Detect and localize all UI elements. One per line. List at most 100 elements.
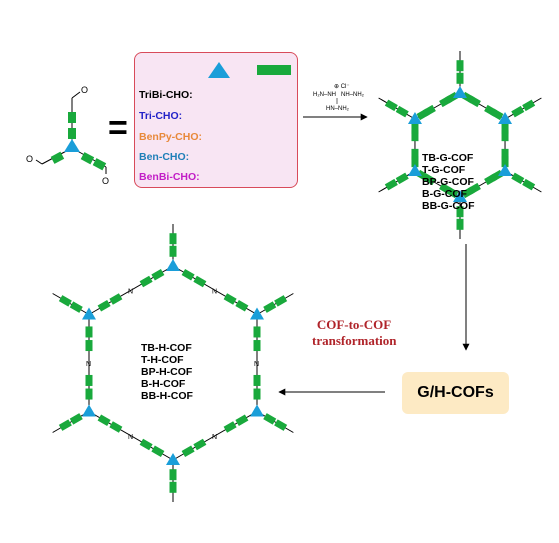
- linker-segment: [501, 130, 509, 142]
- core-triangle: [453, 86, 467, 98]
- linker-segment: [58, 295, 72, 307]
- gh-cofs-box: G/H-COFs: [402, 372, 509, 414]
- transformation-label: COF-to-COF transformation: [312, 317, 397, 349]
- linker-segment: [263, 301, 277, 313]
- linker-segment: [395, 172, 409, 185]
- linker-segment: [69, 413, 83, 425]
- monomer-arm-right: O: [71, 147, 109, 186]
- core-triangle: [81, 307, 96, 320]
- linker-segment: [253, 326, 261, 338]
- svg-text:NH–NH₂: NH–NH₂: [341, 92, 365, 98]
- g-cof-label-bb: BB-G-COF: [422, 200, 475, 212]
- linker-segment: [69, 301, 83, 313]
- h-cof-label-bp: BP-H-COF: [141, 366, 193, 378]
- linker-segment: [68, 128, 76, 139]
- monomer-arm-top: O: [68, 85, 88, 140]
- network-spoke: [378, 97, 416, 120]
- azine-n-label: N: [254, 361, 259, 368]
- core-triangle: [453, 190, 467, 202]
- g-cof-label-t: T-G-COF: [422, 164, 466, 176]
- linker-segment: [467, 95, 481, 108]
- linker-segment: [85, 326, 93, 338]
- linker-segment: [193, 438, 207, 451]
- linker-segment: [490, 108, 504, 121]
- g-cof-label-tb: TB-G-COF: [422, 152, 474, 164]
- linker-segment: [139, 275, 153, 288]
- core-triangle-icon: [208, 62, 230, 78]
- linker-segment: [193, 275, 207, 288]
- azine-n-label: N: [212, 434, 217, 441]
- network-spoke: [504, 97, 542, 120]
- linker-segment: [411, 148, 419, 160]
- linker-segment: [80, 152, 95, 165]
- azine-n-label: N: [86, 361, 91, 368]
- h-cof-label-t: T-H-COF: [141, 354, 184, 366]
- linker-segment: [439, 182, 453, 195]
- legend-row-benpy: BenPy-CHO:: [139, 131, 203, 143]
- linker-segment: [456, 218, 464, 230]
- aldehyde-o-label: O: [102, 176, 109, 186]
- linker-segment: [274, 419, 288, 431]
- core-triangle: [407, 112, 422, 124]
- linker-segment: [97, 299, 111, 312]
- linker-segment: [169, 233, 177, 245]
- h-cof-label-tb: TB-H-COF: [141, 342, 192, 354]
- linker-segment: [456, 72, 464, 84]
- aldehyde-o-label: O: [26, 154, 33, 164]
- linker-segment: [235, 299, 249, 312]
- legend-row-tribi: TriBi-CHO:: [139, 89, 193, 101]
- linker-segment: [384, 178, 398, 191]
- linker-segment: [522, 99, 536, 112]
- linker-segment: [511, 172, 525, 185]
- legend-row-tri: Tri-CHO:: [139, 110, 183, 122]
- h-cof-network: N N N N N N: [52, 224, 294, 502]
- monomer-structure: O O O: [26, 85, 109, 186]
- linker-segment: [97, 414, 111, 427]
- linker-segment: [151, 445, 165, 458]
- linker-segment: [68, 112, 76, 123]
- linker-segment: [456, 206, 464, 218]
- svg-text:HN–NH₂: HN–NH₂: [326, 106, 350, 112]
- linker-segment: [501, 156, 509, 168]
- linker-segment: [181, 268, 195, 281]
- linker-segment: [169, 469, 177, 481]
- linker-segment: [235, 414, 249, 427]
- core-triangle: [498, 164, 513, 176]
- linker-segment: [223, 421, 237, 433]
- linker-segment: [85, 340, 93, 352]
- linker-segment: [422, 104, 436, 117]
- core-triangle: [250, 307, 265, 320]
- azine-n-label: N: [212, 288, 217, 295]
- linker-segment: [456, 60, 464, 72]
- linker-segment: [109, 293, 123, 305]
- linker-segment: [274, 295, 288, 307]
- svg-text:⊕ Cl⁻: ⊕ Cl⁻: [334, 84, 350, 90]
- core-triangle: [81, 404, 96, 417]
- linker-segment: [395, 105, 409, 118]
- linker-segment: [411, 122, 419, 134]
- linker-segment: [253, 388, 261, 400]
- linker-segment: [58, 419, 72, 431]
- linker-segment: [50, 151, 65, 164]
- h-cof-label-b: B-H-COF: [141, 378, 186, 390]
- linker-segment: [109, 421, 123, 433]
- svg-text:H₂N–NH: H₂N–NH: [313, 92, 336, 98]
- linker-segment: [92, 158, 107, 171]
- monomer-core-triangle: [64, 139, 80, 152]
- linker-segment: [181, 445, 195, 458]
- g-cof-label-bp: BP-G-COF: [422, 176, 474, 188]
- linker-segment: [169, 245, 177, 257]
- core-triangle: [250, 404, 265, 417]
- equals-sign: =: [108, 109, 128, 147]
- linker-bar-icon: [257, 65, 291, 75]
- linker-segment: [522, 178, 536, 191]
- g-cof-label-b: B-G-COF: [422, 188, 467, 200]
- transformation-line2: transformation: [312, 333, 397, 348]
- h-cof-label-bb: BB-H-COF: [141, 390, 193, 402]
- azine-n-label: N: [128, 288, 133, 295]
- linker-segment: [511, 105, 525, 118]
- triaminoguanidinium-chloride-icon: H₂N–NH NH–NH₂ ⊕ Cl⁻ HN–NH₂: [313, 84, 365, 112]
- core-triangle: [166, 453, 180, 465]
- azine-n-label: N: [128, 434, 133, 441]
